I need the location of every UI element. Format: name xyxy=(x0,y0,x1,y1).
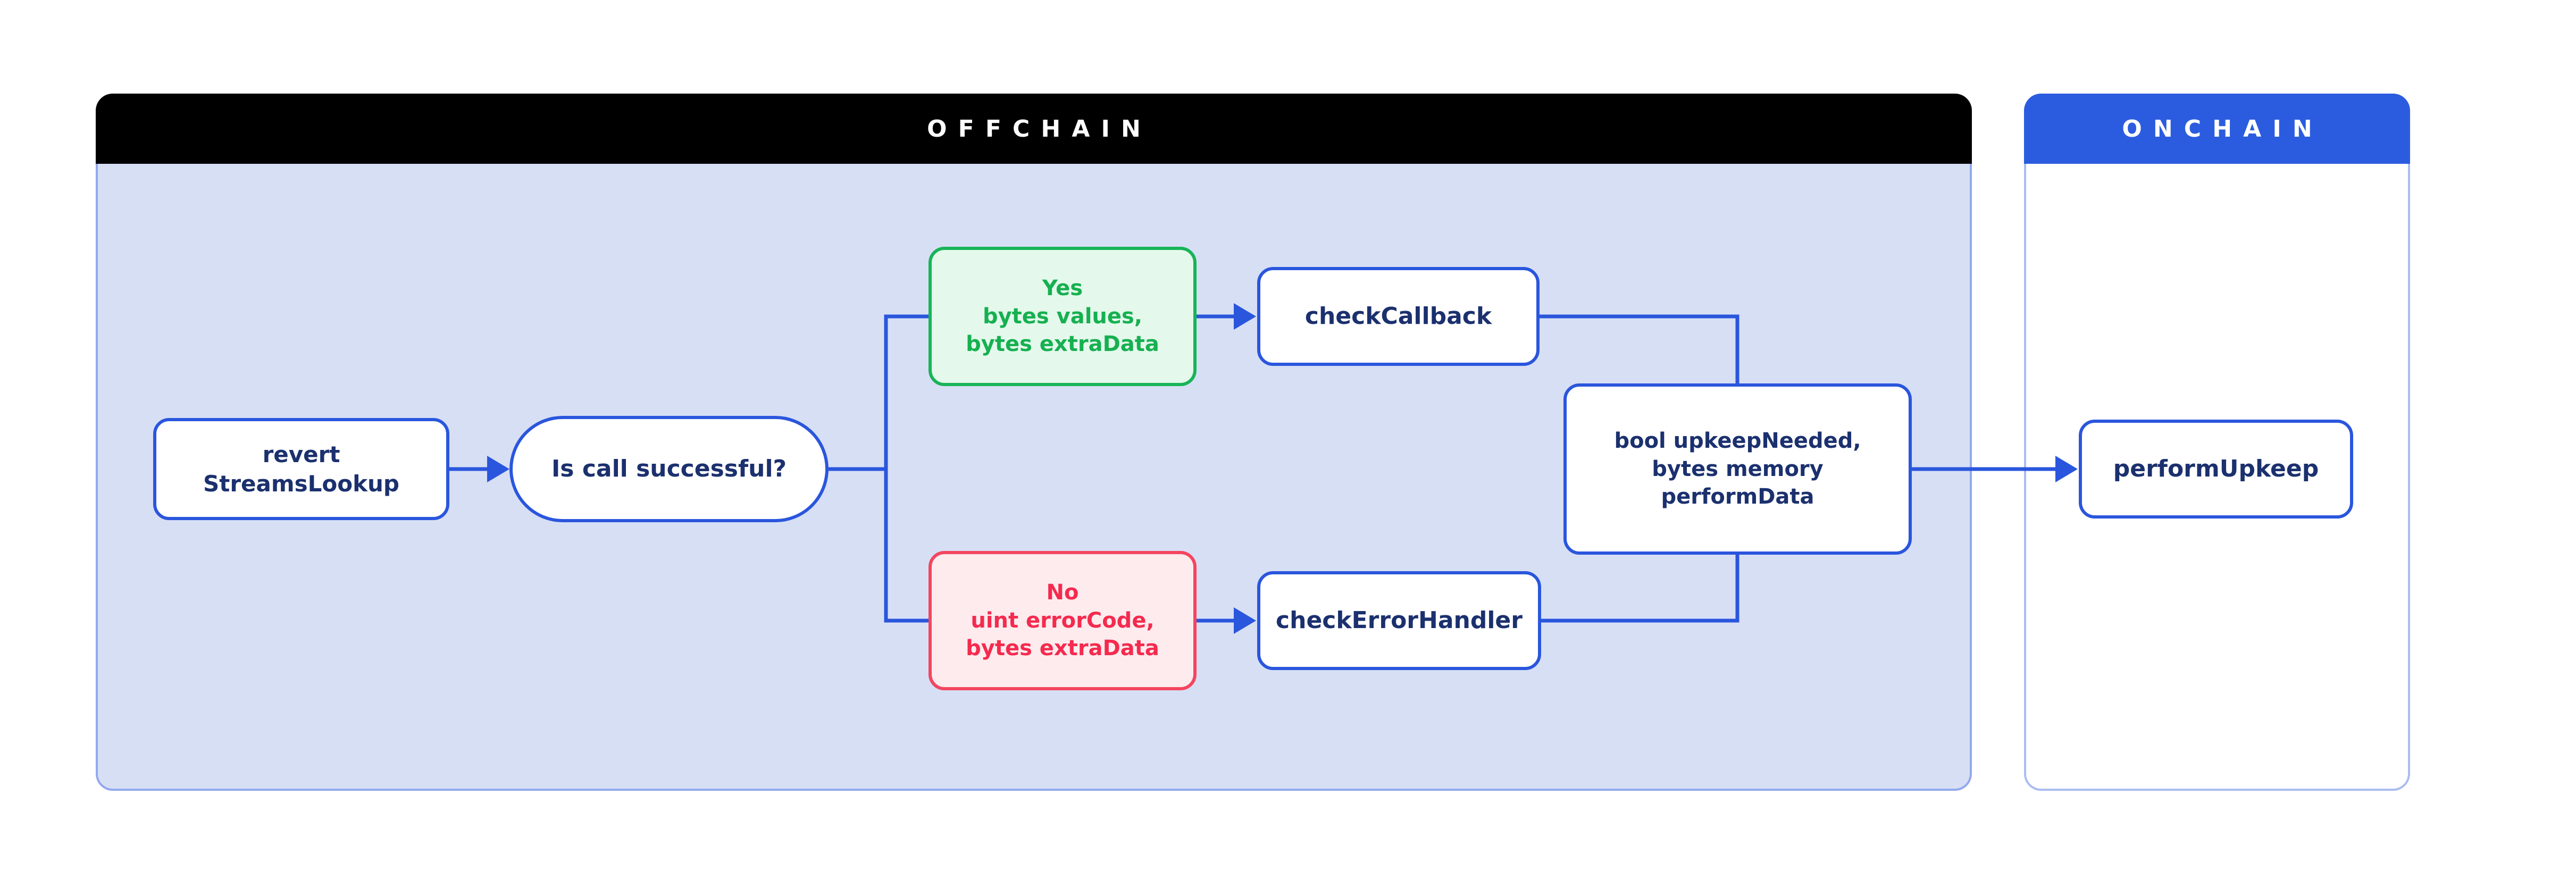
node-check-error-handler: checkErrorHandler xyxy=(1257,571,1541,670)
node-line: Yes xyxy=(1042,275,1083,300)
onchain-title: ONCHAIN xyxy=(2122,115,2323,143)
arrowhead-icon xyxy=(1234,303,1256,330)
node-result-performdata: bool upkeepNeeded, bytes memory performD… xyxy=(1563,383,1912,555)
offchain-header: OFFCHAIN xyxy=(96,94,1972,164)
connector-errorhandler-to-result xyxy=(1541,551,1739,623)
connector-result-to-performupkeep xyxy=(1912,456,2078,482)
offchain-title: OFFCHAIN xyxy=(927,115,1152,143)
connector-callback-to-result xyxy=(1540,314,1739,387)
node-line: bytes memory xyxy=(1652,456,1824,481)
node-decision-is-call-successful: Is call successful? xyxy=(509,416,829,522)
node-branch-yes: Yes bytes values, bytes extraData xyxy=(929,247,1197,386)
arrowhead-icon xyxy=(1234,607,1256,634)
arrowhead-icon xyxy=(2055,456,2078,482)
connector-revert-to-decision xyxy=(449,456,509,482)
node-line: bytes extraData xyxy=(966,636,1159,661)
node-line: bytes extraData xyxy=(966,332,1159,357)
arrowhead-icon xyxy=(487,456,509,482)
node-branch-no: No uint errorCode, bytes extraData xyxy=(929,551,1197,690)
node-check-callback: checkCallback xyxy=(1257,267,1540,366)
node-perform-upkeep: performUpkeep xyxy=(2079,420,2353,519)
node-line: StreamsLookup xyxy=(203,471,399,497)
node-line: revert xyxy=(262,441,340,467)
node-line: performData xyxy=(1661,484,1814,509)
node-line: Is call successful? xyxy=(551,455,787,482)
node-line: bool upkeepNeeded, xyxy=(1614,428,1861,453)
node-revert-streamslookup: revert StreamsLookup xyxy=(153,418,449,520)
node-line: performUpkeep xyxy=(2113,455,2319,482)
node-line: checkCallback xyxy=(1304,302,1492,330)
node-line: checkErrorHandler xyxy=(1276,606,1523,634)
node-line: uint errorCode, xyxy=(971,608,1155,633)
node-line: bytes values, xyxy=(982,304,1143,329)
onchain-header: ONCHAIN xyxy=(2024,94,2410,164)
node-line: No xyxy=(1046,580,1079,605)
